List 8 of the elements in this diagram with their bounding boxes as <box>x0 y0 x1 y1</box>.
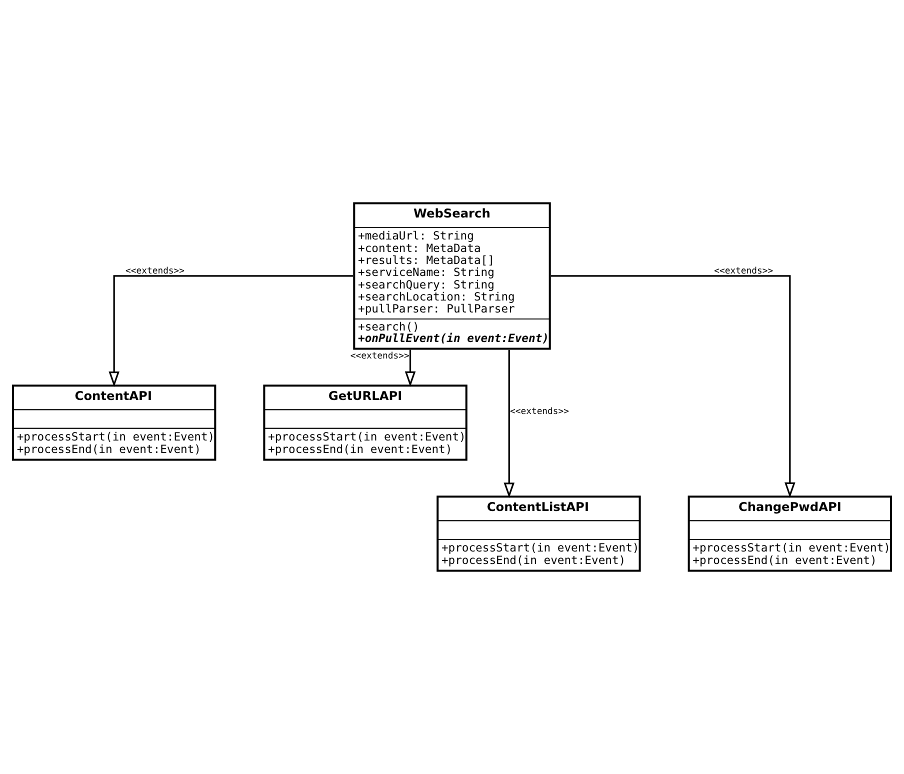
edge-label: <<extends>> <box>714 266 774 276</box>
arrow <box>504 350 515 498</box>
arrow <box>404 350 416 387</box>
edge-label: <<extends>> <box>510 407 570 418</box>
edge-label: <<extends>> <box>350 351 410 362</box>
edge-label: <<extends>> <box>126 266 185 276</box>
arrow <box>550 275 796 498</box>
arrow <box>108 275 354 387</box>
